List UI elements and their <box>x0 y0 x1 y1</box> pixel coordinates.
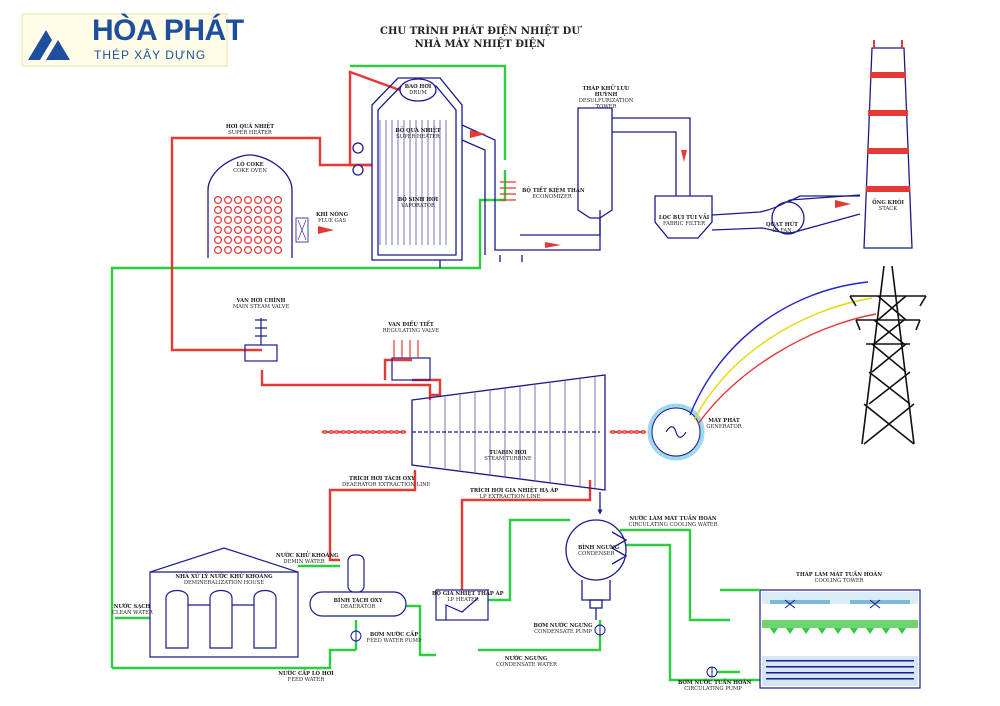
coke-oven <box>207 154 309 258</box>
regulating-valve <box>391 340 431 381</box>
generator <box>647 403 705 461</box>
stack <box>863 40 913 249</box>
condensate-pump-icon <box>594 624 606 636</box>
lp-heater <box>435 589 489 621</box>
diagram-title-line1: CHU TRÌNH PHÁT ĐIỆN NHIỆT DƯ <box>380 26 581 37</box>
flow-arrows <box>318 130 851 248</box>
main-steam-valve <box>244 318 278 362</box>
diagram-title-line2: NHÀ MÁY NHIỆT ĐIỆN <box>414 39 546 50</box>
transmission-tower <box>849 265 927 445</box>
steam-turbine <box>411 374 606 515</box>
condenser <box>565 519 628 620</box>
logo-name: HÒA PHÁT <box>92 14 244 47</box>
power-lines <box>689 281 877 425</box>
water-pipes <box>110 64 760 682</box>
feed-water-pump-icon <box>350 630 362 642</box>
demineralization-house <box>149 547 299 658</box>
flue-duct <box>461 107 861 262</box>
shaft <box>321 430 647 434</box>
cooling-tower <box>759 589 921 689</box>
steam-pipes <box>170 70 592 590</box>
circulating-pump-icon <box>706 666 718 678</box>
deaerator <box>309 554 407 617</box>
boiler <box>352 77 463 268</box>
hoa-phat-logo-icon <box>21 13 228 67</box>
logo-tagline: THÉP XÂY DỰNG <box>94 48 207 62</box>
